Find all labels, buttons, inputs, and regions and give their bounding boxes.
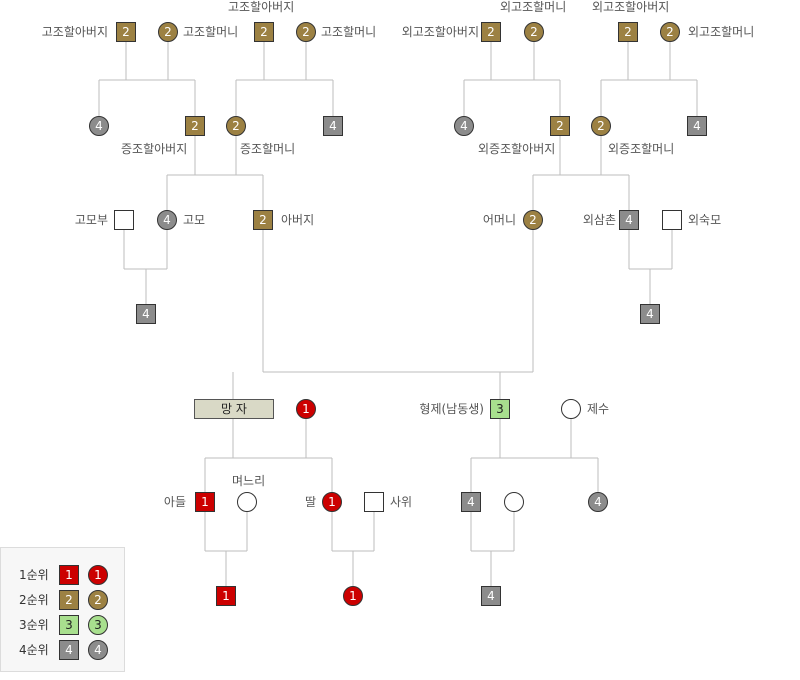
label-gg-grandfather-left: 고조할아버지 <box>41 25 108 39</box>
label-father: 아버지 <box>281 213 315 227</box>
node-son: 1 <box>195 492 215 512</box>
node-aunt: 4 <box>157 210 177 230</box>
node-grandniece: 4 <box>481 586 501 606</box>
node-brother: 3 <box>490 399 510 419</box>
legend-square-rank3: 3 <box>59 615 79 635</box>
label-maternal-great-grandmother: 외증조할머니 <box>608 142 675 156</box>
node-daughter: 1 <box>322 492 342 512</box>
node-nephew-spouse <box>504 492 524 512</box>
label-daughter-in-law: 며느리 <box>232 474 266 488</box>
node-spouse: 1 <box>296 399 316 419</box>
legend-circle-rank4: 4 <box>88 640 108 660</box>
legend-square-rank4: 4 <box>59 640 79 660</box>
node-paternal-cousin: 4 <box>136 304 156 324</box>
label-great-grandmother: 증조할머니 <box>240 142 296 156</box>
node-niece: 4 <box>588 492 608 512</box>
label-sister-in-law: 제수 <box>587 402 610 416</box>
node-mother: 2 <box>523 210 543 230</box>
node-mgg-grandfather-right: 2 <box>618 22 638 42</box>
label-gg-grandmother-right: 고조할머니 <box>321 25 377 39</box>
node-nephew: 4 <box>461 492 481 512</box>
legend-square-rank2: 2 <box>59 590 79 610</box>
node-maternal-uncle: 4 <box>619 210 639 230</box>
label-aunt-husband: 고모부 <box>74 213 108 227</box>
node-grandchild-daughter-line: 1 <box>343 586 363 606</box>
legend-circle-rank2: 2 <box>88 590 108 610</box>
node-aunt-husband <box>114 210 134 230</box>
label-maternal-great-grandfather: 외증조할아버지 <box>478 142 556 156</box>
node-mgg-grandfather-left: 2 <box>481 22 501 42</box>
node-gg-grandmother-left: 2 <box>158 22 178 42</box>
legend-label-rank1: 1순위 <box>19 568 49 582</box>
label-great-grandfather: 증조할아버지 <box>121 142 188 156</box>
node-sister-in-law <box>561 399 581 419</box>
deceased-box: 망 자 <box>194 399 274 419</box>
legend-circle-rank1: 1 <box>88 565 108 585</box>
label-gg-grandmother-left: 고조할머니 <box>183 25 239 39</box>
node-gg-grandfather-right: 2 <box>254 22 274 42</box>
legend-label-rank3: 3순위 <box>19 618 49 632</box>
node-maternal-great-grandmother: 2 <box>591 116 611 136</box>
node-ggp-sibling-male: 4 <box>323 116 343 136</box>
legend: 1순위 1 1 2순위 2 2 3순위 3 3 4순위 4 4 <box>0 547 125 672</box>
node-great-grandfather: 2 <box>185 116 205 136</box>
label-mgg-grandmother-left: 외고조할머니 <box>500 0 567 14</box>
label-brother: 형제(남동생) <box>419 402 484 416</box>
node-grandchild-son-line: 1 <box>216 586 236 606</box>
node-maternal-cousin: 4 <box>640 304 660 324</box>
node-daughter-in-law <box>237 492 257 512</box>
legend-circle-rank3: 3 <box>88 615 108 635</box>
label-mgg-grandfather-right: 외고조할아버지 <box>592 0 670 14</box>
node-ggp-sibling-female: 4 <box>89 116 109 136</box>
label-son-in-law: 사위 <box>390 495 413 509</box>
legend-label-rank2: 2순위 <box>19 593 49 607</box>
label-gg-grandfather-right: 고조할아버지 <box>228 0 295 14</box>
node-maternal-great-grandfather: 2 <box>550 116 570 136</box>
node-gg-grandmother-right: 2 <box>296 22 316 42</box>
node-mgg-grandmother-left: 2 <box>524 22 544 42</box>
label-mgg-grandfather-left: 외고조할아버지 <box>401 25 479 39</box>
node-great-grandmother: 2 <box>226 116 246 136</box>
node-mggp-sibling-male: 4 <box>687 116 707 136</box>
node-mgg-grandmother-right: 2 <box>660 22 680 42</box>
node-gg-grandfather-left: 2 <box>116 22 136 42</box>
legend-square-rank1: 1 <box>59 565 79 585</box>
node-father: 2 <box>253 210 273 230</box>
node-son-in-law <box>364 492 384 512</box>
label-mgg-grandmother-right: 외고조할머니 <box>688 25 755 39</box>
label-daughter: 딸 <box>304 495 316 509</box>
label-aunt: 고모 <box>183 213 206 227</box>
node-mggp-sibling-female: 4 <box>454 116 474 136</box>
label-maternal-uncle: 외삼촌 <box>582 213 616 227</box>
node-maternal-aunt <box>662 210 682 230</box>
legend-label-rank4: 4순위 <box>19 643 49 657</box>
label-maternal-aunt: 외숙모 <box>688 213 722 227</box>
label-mother: 어머니 <box>482 213 516 227</box>
label-son: 아들 <box>163 495 186 509</box>
